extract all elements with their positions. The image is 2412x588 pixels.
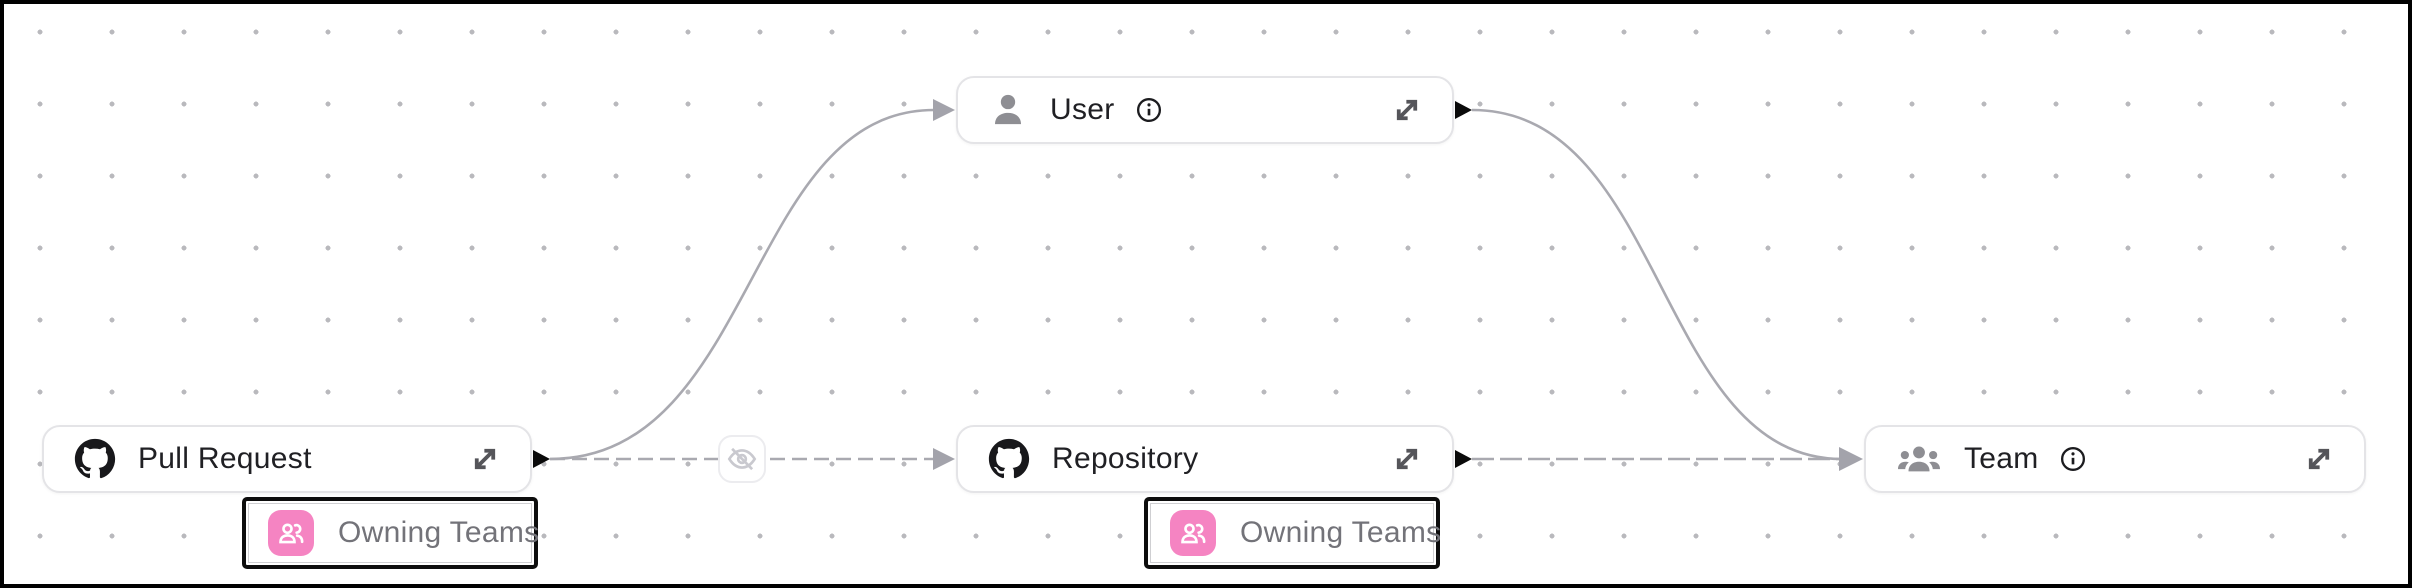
node-label: Repository <box>1052 442 1199 475</box>
node-team[interactable]: Team <box>1864 425 2366 493</box>
team-pink-icon <box>268 510 314 556</box>
expand-icon[interactable] <box>2300 440 2338 478</box>
node-label: User <box>1050 93 1115 126</box>
source-handle-repository <box>1455 450 1472 468</box>
info-icon[interactable] <box>1135 96 1163 124</box>
edge-visibility-badge[interactable] <box>718 435 766 483</box>
arrowhead-into-user <box>933 99 955 121</box>
source-handle-pullrequest <box>533 450 550 468</box>
expand-icon[interactable] <box>1388 91 1426 129</box>
team-pink-icon <box>1170 510 1216 556</box>
arrowhead-into-team <box>1839 447 1863 471</box>
node-label: Team <box>1964 442 2039 475</box>
owning-teams-chip-repository[interactable]: Owning Teams <box>1144 497 1442 569</box>
owning-teams-chip-pull-request[interactable]: Owning Teams <box>242 497 540 569</box>
github-icon <box>988 438 1030 480</box>
github-icon <box>74 438 116 480</box>
user-icon <box>988 90 1028 130</box>
expand-icon[interactable] <box>466 440 504 478</box>
node-user[interactable]: User <box>956 76 1454 144</box>
team-icon <box>1896 439 1942 479</box>
edge-pullrequest-user <box>549 108 935 461</box>
node-repository[interactable]: Repository <box>956 425 1454 493</box>
eye-off-icon <box>726 443 758 475</box>
node-label: Pull Request <box>138 442 312 475</box>
source-handle-user <box>1455 101 1472 119</box>
owning-teams-label: Owning Teams <box>1240 516 1442 549</box>
info-icon[interactable] <box>2059 445 2087 473</box>
arrowhead-into-repository <box>933 448 955 470</box>
owning-teams-label: Owning Teams <box>338 516 540 549</box>
node-pull-request[interactable]: Pull Request <box>42 425 532 493</box>
edge-user-team <box>1471 108 1843 461</box>
expand-icon[interactable] <box>1388 440 1426 478</box>
